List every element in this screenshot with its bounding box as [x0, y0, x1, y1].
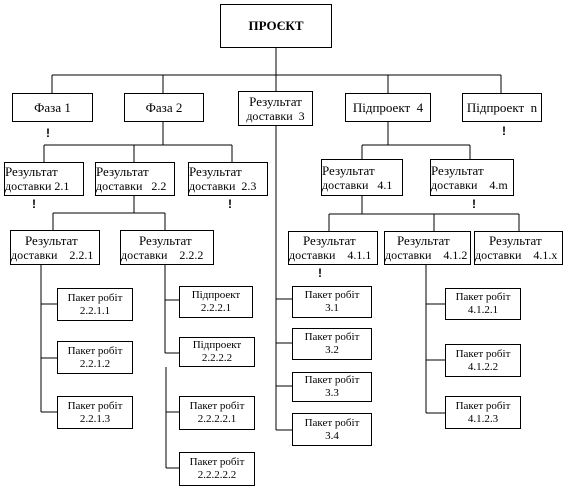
work-package-3-4-label-1: Пакет робіт	[304, 416, 360, 429]
work-package-2-2-1-3: Пакет робіт 2.2.1.3	[57, 396, 133, 429]
subproject-2-2-2-2-label-2: 2.2.2.2	[201, 352, 233, 364]
work-package-2-2-2-2-2: Пакет робіт 2.2.2.2.2	[179, 452, 255, 486]
deliverable-2-2-1-label-1: Результат	[25, 232, 78, 248]
work-package-2-2-1-2-label-2: 2.2.1.2	[79, 357, 111, 370]
subproject-2-2-2-1-label-1: Підпроект	[191, 289, 241, 301]
deliverable-4-1-box: Результат доставки 4.1	[321, 159, 403, 196]
work-package-2-2-2-2-1-label-2: 2.2.2.2.1	[197, 413, 237, 425]
deliverable-4-m-label-1: Результат	[431, 162, 484, 178]
work-package-3-4-label-2: 3.4	[325, 429, 339, 442]
deliverable-4-1-2-box: Результат доставки 4.1.2	[384, 231, 471, 265]
work-package-3-1-label-1: Пакет робіт	[304, 289, 360, 301]
deliverable-4-1-1-label-2: доставки 4.1.1	[289, 248, 372, 262]
subproject-2-2-2-1: Підпроект 2.2.2.1	[179, 286, 253, 318]
deliverable-2-1-label-1: Результат	[5, 164, 58, 179]
deliverable-4-1-label-1: Результат	[322, 162, 375, 178]
continuation-mark-subproject-n: !	[502, 124, 506, 138]
deliverable-2-2-1-label-2: доставки 2.2.1	[11, 247, 94, 262]
work-package-2-2-1-3-label-2: 2.2.1.3	[79, 412, 111, 425]
subproject-n-label: Підпроект n	[466, 99, 538, 115]
subproject-4-box: Підпроект 4	[345, 93, 431, 122]
work-package-4-1-2-1-label-2: 4.1.2.1	[467, 304, 499, 316]
work-package-3-2: Пакет робіт 3.2	[292, 328, 372, 360]
work-package-2-2-2-2-1-label-1: Пакет робіт	[189, 400, 245, 412]
deliverable-4-1-x-label-1: Результат	[489, 233, 542, 248]
deliverable-4-1-1-box: Результат доставки 4.1.1	[288, 231, 378, 265]
deliverable-2-1-label-2: доставки 2.1	[5, 179, 70, 193]
deliverable-2-2-2-box: Результат доставки 2.2.2	[120, 230, 214, 265]
work-package-2-2-1-2-label-1: Пакет робіт	[67, 344, 123, 357]
deliverable-2-1-box: Результат доставки 2.1	[4, 162, 84, 196]
phase-1-box: Фаза 1	[12, 93, 93, 122]
deliverable-4-m-label-2: доставки 4.m	[431, 177, 508, 192]
continuation-mark-deliverable-4-m: !	[472, 197, 476, 211]
project-root-label: ПРОЄКТ	[248, 18, 304, 33]
deliverable-4-m-box: Результат доставки 4.m	[430, 159, 514, 196]
subproject-2-2-2-1-label-2: 2.2.2.1	[200, 302, 232, 314]
work-package-4-1-2-1: Пакет робіт 4.1.2.1	[445, 288, 521, 320]
work-package-2-2-1-2: Пакет робіт 2.2.1.2	[57, 341, 133, 374]
continuation-mark-deliverable-2-3: !	[228, 197, 232, 211]
deliverable-2-2-2-label-2: доставки 2.2.2	[121, 247, 204, 262]
deliverable-3-label-2: доставки 3	[246, 108, 305, 123]
deliverable-2-3-box: Результат доставки 2.3	[188, 162, 268, 196]
work-package-4-1-2-3-label-1: Пакет робіт	[455, 399, 511, 412]
deliverable-4-1-x-label-2: доставки 4.1.x	[475, 248, 558, 262]
work-package-4-1-2-1-label-1: Пакет робіт	[455, 291, 511, 303]
work-package-2-2-1-3-label-1: Пакет робіт	[67, 399, 123, 412]
deliverable-2-2-1-box: Результат доставки 2.2.1	[10, 230, 100, 265]
deliverable-4-1-2-label-2: доставки 4.1.2	[385, 248, 468, 262]
deliverable-2-2-label-1: Результат	[96, 164, 149, 179]
deliverable-3-box: Результат доставки 3	[238, 91, 313, 126]
work-package-3-1: Пакет робіт 3.1	[292, 286, 372, 318]
work-package-4-1-2-2: Пакет робіт 4.1.2.2	[445, 344, 521, 377]
deliverable-2-3-label-1: Результат	[189, 164, 242, 179]
work-package-2-2-2-2-1: Пакет робіт 2.2.2.2.1	[179, 396, 255, 430]
work-package-2-2-1-1: Пакет робіт 2.2.1.1	[57, 288, 133, 321]
deliverable-4-1-2-label-1: Результат	[397, 233, 450, 248]
subproject-2-2-2-2-label-1: Підпроект	[192, 339, 242, 351]
deliverable-3-label-1: Результат	[249, 93, 302, 109]
continuation-mark-deliverable-4-1-1: !	[318, 266, 322, 280]
work-package-3-3: Пакет робіт 3.3	[292, 372, 372, 402]
work-package-3-1-label-2: 3.1	[325, 302, 339, 314]
deliverable-2-2-box: Результат доставки 2.2	[95, 162, 175, 196]
work-package-4-1-2-3-label-2: 4.1.2.3	[467, 412, 499, 425]
work-package-4-1-2-2-label-2: 4.1.2.2	[467, 360, 499, 373]
work-package-2-2-2-2-2-label-1: Пакет робіт	[189, 456, 245, 468]
subproject-2-2-2-2: Підпроект 2.2.2.2	[179, 337, 255, 367]
continuation-mark-deliverable-2-1: !	[32, 197, 36, 211]
deliverable-2-3-label-2: доставки 2.3	[189, 179, 257, 193]
deliverable-4-1-label-2: доставки 4.1	[322, 177, 393, 192]
continuation-mark-phase-1: !	[46, 126, 50, 140]
work-package-4-1-2-2-label-1: Пакет робіт	[455, 347, 511, 360]
phase-2-box: Фаза 2	[124, 93, 204, 122]
deliverable-4-1-x-box: Результат доставки 4.1.x	[474, 231, 563, 265]
project-root-box: ПРОЄКТ	[220, 4, 332, 48]
subproject-4-label: Підпроект 4	[352, 99, 424, 115]
deliverable-2-2-2-label-1: Результат	[139, 232, 192, 248]
subproject-n-box: Підпроект n	[462, 93, 542, 122]
work-package-2-2-1-1-label-1: Пакет робіт	[67, 291, 123, 304]
phase-1-label: Фаза 1	[34, 99, 71, 115]
work-package-3-4: Пакет робіт 3.4	[292, 413, 372, 446]
work-package-4-1-2-3: Пакет робіт 4.1.2.3	[445, 396, 521, 429]
work-package-2-2-1-1-label-2: 2.2.1.1	[79, 304, 111, 317]
deliverable-2-2-label-2: доставки 2.2	[96, 179, 167, 193]
work-package-2-2-2-2-2-label-2: 2.2.2.2.2	[197, 469, 237, 481]
phase-2-label: Фаза 2	[145, 99, 183, 115]
work-package-3-2-label-1: Пакет робіт	[304, 331, 360, 343]
work-package-3-3-label-2: 3.3	[325, 387, 339, 399]
work-package-3-3-label-1: Пакет робіт	[304, 374, 360, 386]
work-package-3-2-label-2: 3.2	[325, 344, 339, 356]
deliverable-4-1-1-label-1: Результат	[303, 233, 356, 248]
